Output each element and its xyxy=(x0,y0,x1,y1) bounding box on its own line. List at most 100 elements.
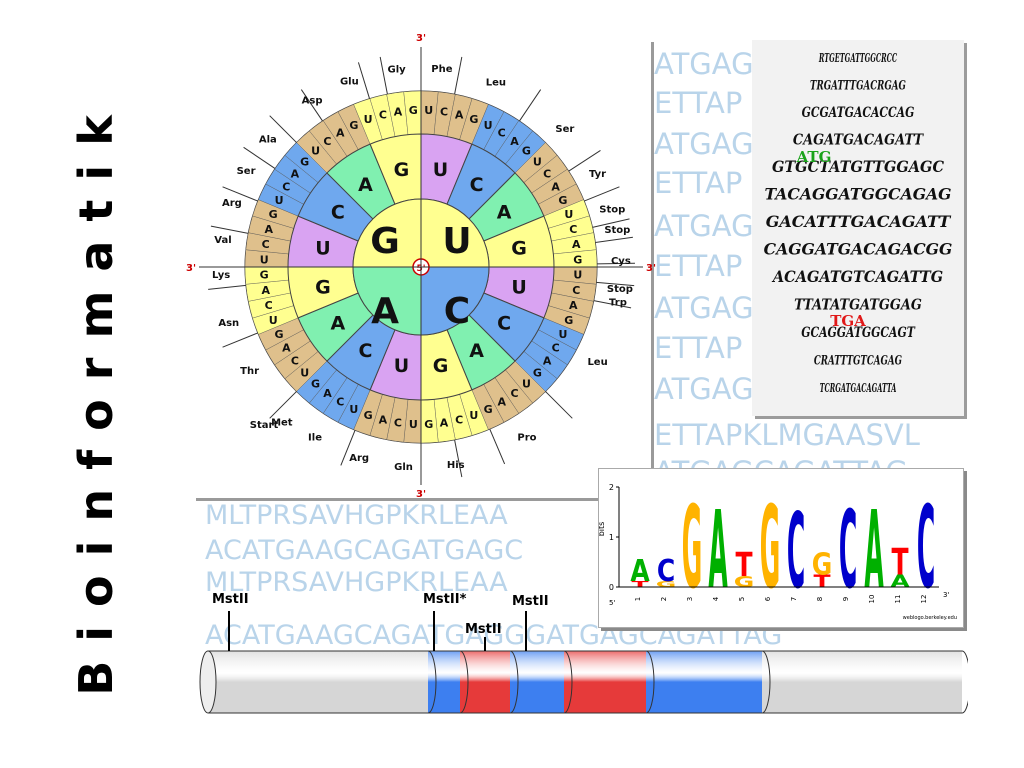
third-base-label: C xyxy=(543,167,551,180)
third-base-label: C xyxy=(498,126,506,139)
logo-y-tick-label: 1 xyxy=(609,533,614,542)
third-base-label: A xyxy=(440,416,449,429)
first-base-label: C xyxy=(444,291,470,332)
gene-segment xyxy=(208,651,428,713)
third-base-label: U xyxy=(275,194,284,207)
site-tick xyxy=(525,611,527,651)
dna-row: ACAGATGTCAGATTG xyxy=(771,268,943,287)
sequence-line: ATGAG xyxy=(654,127,754,161)
second-base-label: A xyxy=(497,201,512,223)
gene-segment xyxy=(646,651,762,713)
third-base-label: U xyxy=(269,314,278,327)
logo-y-label: bits xyxy=(599,522,606,537)
third-base-label: A xyxy=(572,238,581,251)
logo-letter: G xyxy=(812,546,833,582)
divider-horizontal xyxy=(196,498,601,501)
gene-segment xyxy=(428,651,460,713)
third-base-label: G xyxy=(409,104,418,117)
third-base-label: U xyxy=(349,403,358,416)
amino-acid-label: Gln xyxy=(394,462,413,473)
logo-x-tick-label: 1 xyxy=(634,597,642,601)
amino-acid-label: Arg xyxy=(222,198,242,209)
logo-letter: G xyxy=(682,483,703,614)
dna-row: TACAGGATGGCAGAG xyxy=(765,184,952,203)
dna-row: TRGATTTGACRGAG xyxy=(810,78,906,93)
dna-photo-svg: RTGETGATTGGCRCCTRGATTTGACRGAGGCGATGACACC… xyxy=(764,52,953,396)
amino-acid-label: Tyr xyxy=(589,169,606,180)
segment-boundary xyxy=(761,650,771,714)
third-base-label: U xyxy=(533,156,542,169)
divider-vertical xyxy=(651,42,654,468)
third-base-label: G xyxy=(275,328,284,341)
dna-row: TCRGATGACAGATTA xyxy=(820,382,897,396)
dna-row: GACATTTGACAGATT xyxy=(766,212,952,231)
third-base-label: G xyxy=(424,418,433,431)
dna-row: GCGATGACACCAG xyxy=(802,104,915,121)
third-base-label: A xyxy=(455,109,464,122)
third-base-label: C xyxy=(455,413,463,426)
logo-y-tick-label: 2 xyxy=(609,483,614,492)
amino-acid-label: Thr xyxy=(240,366,259,377)
sequence-line: ETTAP xyxy=(654,249,743,283)
amino-acid-label: Ser xyxy=(555,124,574,135)
three-prime-label: 3' xyxy=(416,33,426,44)
amino-acid-label: Val xyxy=(214,235,231,246)
amino-acid-label: Arg xyxy=(349,453,369,464)
amino-acid-divider xyxy=(222,186,259,202)
second-base-label: G xyxy=(315,277,331,299)
gene-segment xyxy=(510,651,564,713)
logo-x-tick-label: 4 xyxy=(712,596,720,601)
third-base-label: G xyxy=(573,253,582,266)
logo-x-tick-label: 12 xyxy=(920,595,928,604)
segment-boundary xyxy=(563,650,573,714)
three-prime-label: 3' xyxy=(186,263,196,274)
third-base-label: C xyxy=(291,355,299,368)
dna-row: GTGCTATGTTGGAGC xyxy=(772,158,944,177)
third-base-label: G xyxy=(349,119,358,132)
three-prime-label: 3' xyxy=(416,489,426,500)
amino-acid-label: Leu xyxy=(486,78,506,89)
amino-acid-divider xyxy=(269,115,297,143)
dna-row: CRATTTGTCAGAG xyxy=(814,353,902,368)
sequence-line: MLTPRSAVHGPKRLEAA xyxy=(205,567,508,598)
third-base-label: U xyxy=(300,366,309,379)
amino-acid-label: Trp xyxy=(609,298,627,309)
third-base-label: C xyxy=(282,180,290,193)
amino-acid-label: Stop xyxy=(599,205,625,216)
amino-acid-label: Asp xyxy=(302,95,323,106)
amino-acid-divider xyxy=(596,281,635,287)
cylinder-left-cap xyxy=(199,650,217,714)
logo-5-prime: 5' xyxy=(609,599,615,607)
amino-acid-divider xyxy=(210,225,249,234)
third-base-label: A xyxy=(497,396,506,409)
first-base-label: G xyxy=(370,221,400,262)
amino-acid-divider xyxy=(519,89,542,122)
second-base-label: G xyxy=(433,355,449,377)
third-base-label: U xyxy=(564,208,573,221)
gene-segment xyxy=(564,651,646,713)
amino-acid-label: Phe xyxy=(431,64,452,75)
amino-acid-divider xyxy=(568,150,601,172)
logo-x-tick-label: 3 xyxy=(686,597,694,601)
first-base-wedge xyxy=(420,198,490,268)
first-base-wedge xyxy=(352,198,422,268)
third-base-label: C xyxy=(336,396,344,409)
second-base-label: U xyxy=(433,159,448,181)
amino-acid-divider xyxy=(489,428,506,465)
third-base-label: U xyxy=(522,377,531,390)
first-base-label: A xyxy=(371,291,399,332)
amino-acid-divider xyxy=(243,146,276,169)
third-base-label: C xyxy=(265,299,273,312)
cylinder-right-cap xyxy=(961,650,968,714)
site-label: MstII xyxy=(212,592,249,607)
logo-letter: T xyxy=(735,545,752,583)
amino-acid-label: Ser xyxy=(237,166,256,177)
amino-acid-divider xyxy=(300,89,323,122)
second-base-label: U xyxy=(511,277,526,299)
third-base-label: A xyxy=(282,342,291,355)
logo-3-prime: 3' xyxy=(943,591,949,599)
amino-acid-divider xyxy=(269,391,297,419)
amino-acid-label: Met xyxy=(271,418,293,429)
